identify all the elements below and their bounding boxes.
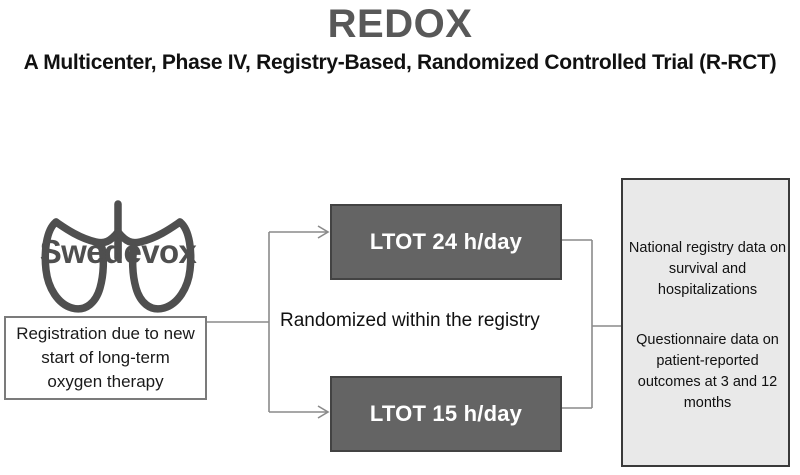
outcomes-registry-text: National registry data on survival and h… — [628, 240, 787, 298]
swedevox-logo: Swedevox — [38, 196, 198, 318]
arm-box-ltot-15: LTOT 15 h/day — [330, 376, 562, 452]
page-title: REDOX — [327, 2, 473, 46]
registration-box: Registration due to new start of long-te… — [4, 316, 207, 400]
randomization-label: Randomized within the registry — [280, 310, 540, 331]
page-subtitle: A Multicenter, Phase IV, Registry-Based,… — [23, 51, 777, 74]
arrowhead-arm-15-icon — [317, 405, 330, 419]
outcomes-panel: National registry data on survival and h… — [621, 178, 790, 467]
lungs-icon — [41, 200, 195, 313]
arrowhead-arm-24-icon — [317, 225, 330, 239]
outcomes-questionnaire-text: Questionnaire data on patient-reported o… — [636, 332, 779, 411]
arm-box-ltot-24: LTOT 24 h/day — [330, 204, 562, 280]
swedevox-wordmark: Swedevox — [39, 233, 197, 270]
